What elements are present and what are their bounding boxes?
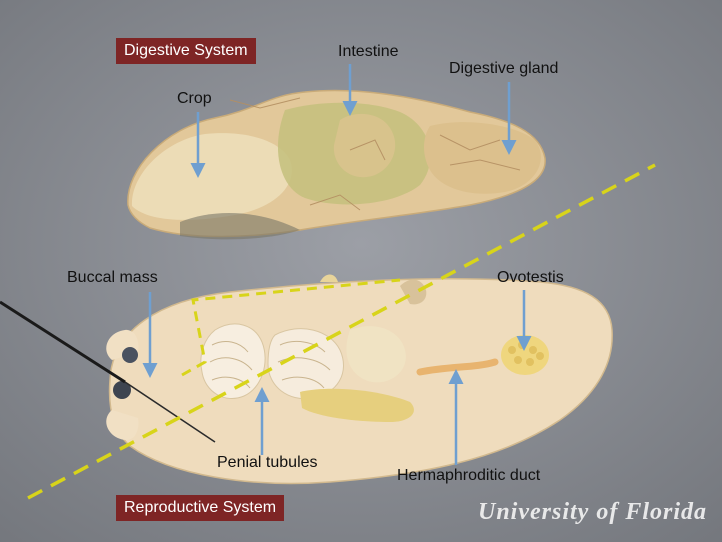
digestive-system-badge: Digestive System bbox=[116, 38, 256, 64]
dissection-pin-tip bbox=[124, 381, 216, 443]
digestive-gland-label: Digestive gland bbox=[449, 60, 559, 77]
reproductive-system-badge: Reproductive System bbox=[116, 495, 285, 521]
divider-line bbox=[27, 163, 656, 500]
hermaphroditic-duct-label: Hermaphroditic duct bbox=[397, 467, 541, 484]
digestive-specimen bbox=[127, 89, 546, 240]
ovotestis-label: Ovotestis bbox=[497, 269, 564, 286]
university-watermark: University of Florida bbox=[478, 499, 707, 525]
reproductive-specimen bbox=[106, 274, 613, 485]
intestine-label: Intestine bbox=[338, 43, 399, 60]
crop-label: Crop bbox=[177, 90, 212, 107]
buccal-outline bbox=[181, 278, 401, 377]
buccal-mass-label: Buccal mass bbox=[67, 269, 158, 286]
dissection-pin bbox=[0, 300, 126, 384]
pointer-arrows bbox=[142, 64, 532, 465]
penial-tubules-label: Penial tubules bbox=[217, 454, 318, 471]
